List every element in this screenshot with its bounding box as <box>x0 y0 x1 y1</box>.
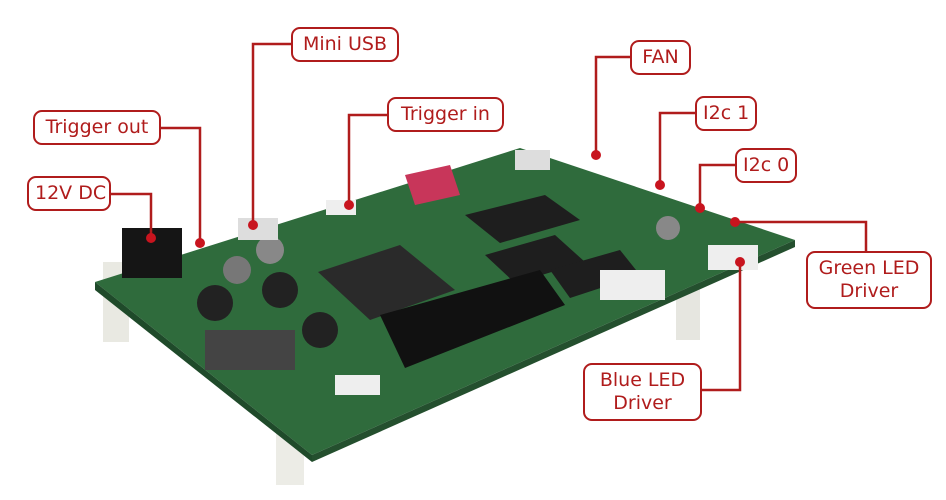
label-trigger-out: Trigger out <box>33 110 161 145</box>
chip <box>465 195 580 243</box>
inductor <box>302 312 338 348</box>
label-blue-led-driver: Blue LED Driver <box>583 363 702 421</box>
chip <box>485 235 585 283</box>
label-line: Blue LED <box>599 369 686 391</box>
leader-lines <box>110 42 868 392</box>
switch <box>405 165 460 205</box>
inductor <box>262 272 298 308</box>
label-green-led-driver: Green LED Driver <box>806 251 932 309</box>
chip <box>550 250 640 298</box>
label-fan: FAN <box>630 40 691 75</box>
connector <box>600 270 665 300</box>
label-i2c-1: I2c 1 <box>695 96 757 131</box>
pin-header <box>380 270 565 368</box>
capacitor <box>256 236 284 264</box>
inductor <box>197 285 233 321</box>
label-trigger-in: Trigger in <box>387 97 504 132</box>
label-line: Driver <box>839 280 899 302</box>
label-line: Green LED <box>818 257 920 279</box>
capacitor <box>656 216 680 240</box>
marker-dots <box>146 150 745 267</box>
label-mini-usb: Mini USB <box>291 27 399 62</box>
cpu-chip <box>318 245 455 320</box>
label-i2c-0: I2c 0 <box>735 148 797 183</box>
label-12v-dc: 12V DC <box>27 176 111 211</box>
capacitor <box>223 256 251 284</box>
label-line: Driver <box>613 392 672 414</box>
